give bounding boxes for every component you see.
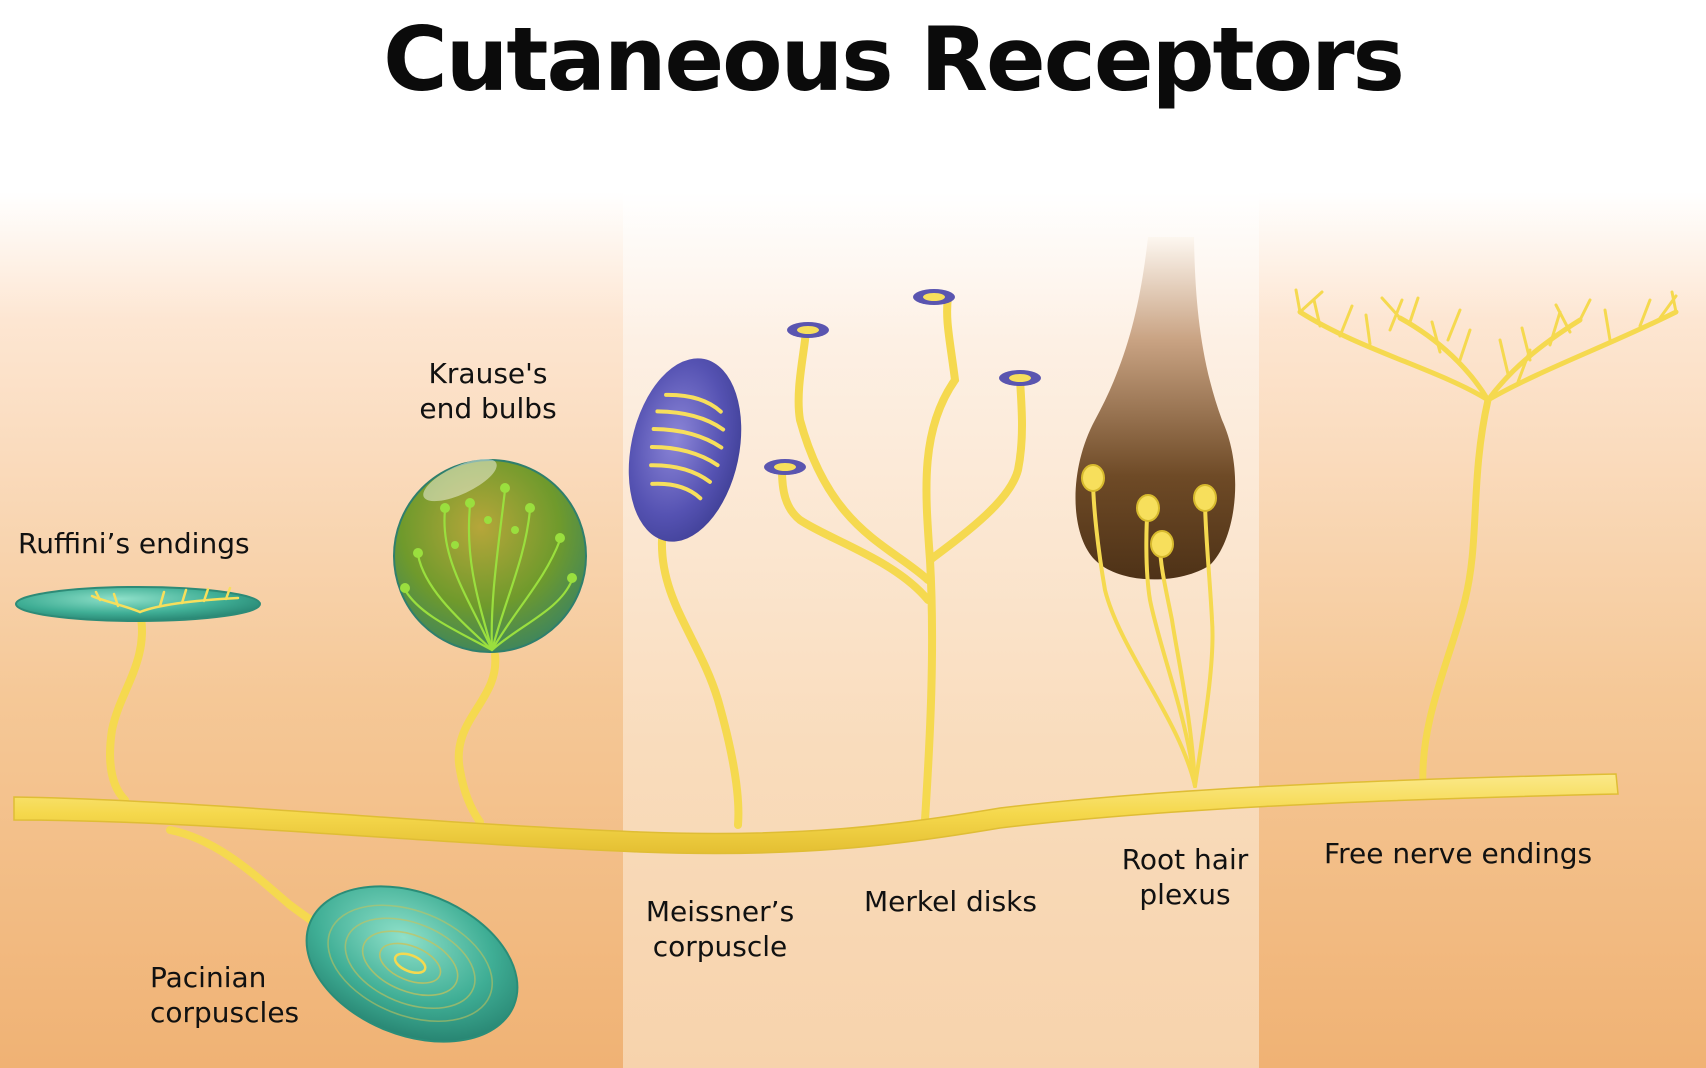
root-hair-plexus-structure [1075,237,1236,788]
meissners-corpuscle-structure [628,358,743,829]
skin-band-right [1259,0,1706,1068]
label-line: Meissner’s [645,895,795,928]
label-line: corpuscles [150,996,300,1029]
label-line: Ruffini’s endings [18,527,250,560]
label-merkel-disks: Merkel disks [864,884,1037,919]
label-line: plexus [1139,878,1231,911]
label-line: Free nerve endings [1324,837,1593,870]
label-line: Krause's [428,357,548,390]
label-line: Root hair [1121,843,1249,876]
label-krause-end-bulbs: Krause's end bulbs [413,356,563,426]
label-meissners-corpuscle: Meissner’s corpuscle [640,894,800,964]
label-pacinian-corpuscles: Pacinian corpuscles [150,960,299,1030]
label-free-nerve-endings: Free nerve endings [1324,836,1592,871]
pacinian-corpuscles-structure [166,826,519,1043]
merkel-disks-structure [778,293,1026,824]
page-title: Cutaneous Receptors [383,8,1405,111]
label-line: Pacinian [150,961,267,994]
label-root-hair-plexus: Root hair plexus [1110,842,1260,912]
ruffinis-endings-structure [15,586,261,804]
label-line: end bulbs [419,392,557,425]
main-nerve-fiber [13,773,1619,855]
label-line: corpuscle [652,930,788,963]
free-nerve-endings-structure [1294,288,1679,790]
label-ruffinis-endings: Ruffini’s endings [18,526,250,561]
merkel-disk-cells [764,289,1041,475]
krause-end-bulbs-structure [393,458,587,826]
label-line: Merkel disks [864,885,1037,918]
